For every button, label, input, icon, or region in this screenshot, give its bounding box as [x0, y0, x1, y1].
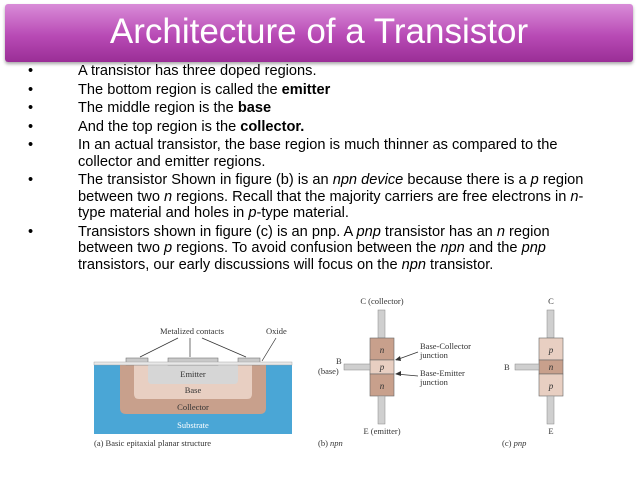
- bullet-text: transistor.: [426, 256, 494, 273]
- bullet-item: The bottom region is called the emitter: [28, 82, 608, 99]
- label-c-base: B: [504, 362, 510, 372]
- bullet-text: n: [164, 188, 173, 205]
- bullet-text: The transistor Shown in figure (b) is an: [78, 172, 333, 188]
- bullet-item: A transistor has three doped regions.: [28, 63, 608, 80]
- label-collector: Collector: [177, 402, 209, 412]
- label-c-collector: C: [548, 296, 554, 306]
- bullet-item: In an actual transistor, the base region…: [28, 137, 608, 170]
- slide-title: Architecture of a Transistor: [109, 12, 529, 51]
- bullet-text: regions. Recall that the majority carrie…: [172, 188, 571, 205]
- label-bc-junction-2: junction: [419, 350, 449, 360]
- bullet-text: collector.: [240, 118, 305, 135]
- bullet-text: -type material and holes in: [78, 188, 584, 222]
- bullet-text: n: [570, 188, 579, 205]
- bullet-text: The bottom region is called the: [78, 81, 282, 98]
- caption-a: (a) Basic epitaxial planar structure: [94, 438, 211, 448]
- bullet-text: npn device: [332, 172, 404, 188]
- caption-c: (c) pnp: [502, 438, 526, 448]
- label-c-emitter: E: [548, 426, 553, 436]
- bullet-text: transistor has an: [380, 223, 497, 240]
- label-b-collector: C (collector): [360, 296, 403, 306]
- bullet-text: p: [530, 172, 539, 188]
- bullet-text: transistors, our early discussions will …: [78, 256, 402, 273]
- bullet-text: -type material.: [256, 205, 349, 221]
- label-bc-junction-1: Base-Collector: [420, 341, 471, 351]
- bullet-item: Transistors shown in figure (c) is an pn…: [28, 224, 608, 274]
- label-emitter: Emitter: [180, 369, 206, 379]
- lead-emitter: [377, 395, 386, 425]
- label-b-base-word: (base): [318, 366, 339, 376]
- label-be-junction-2: junction: [419, 377, 449, 387]
- region-c-top-label: p: [548, 345, 554, 355]
- bullet-text: A transistor has three doped regions.: [78, 63, 317, 79]
- bullet-text: npn: [401, 256, 426, 273]
- lead-c-emitter: [546, 395, 555, 425]
- label-b-base: B: [336, 356, 342, 366]
- figure-a-planar-structure: Metalized contacts Oxide Emitter Base Co…: [93, 326, 293, 448]
- bullet-text: region between two: [78, 172, 584, 205]
- oxide-layer: [93, 361, 293, 366]
- label-metalized-contacts: Metalized contacts: [160, 326, 224, 336]
- label-b-emitter: E (emitter): [363, 426, 400, 436]
- region-mid-label: p: [379, 362, 385, 372]
- bullet-text: The middle region is the: [78, 100, 238, 116]
- region-c-mid-label: n: [549, 362, 554, 372]
- bullet-item: The middle region is the base: [28, 100, 608, 117]
- bullet-text: region between two: [78, 223, 550, 257]
- figure-b-npn: C (collector) n p n B (base) Base-Collec…: [318, 296, 471, 448]
- bullet-text: regions. To avoid confusion between the: [172, 240, 441, 256]
- label-oxide: Oxide: [266, 326, 287, 336]
- figure-c-pnp: C p n p B E (c) pnp: [502, 296, 564, 448]
- lead-base: [343, 363, 371, 371]
- bullet-item: The transistor Shown in figure (b) is an…: [28, 172, 608, 222]
- emitter-region: [148, 364, 238, 384]
- bullet-text: pnp: [521, 240, 546, 256]
- bullet-text: pnp: [356, 223, 381, 240]
- bullet-item: And the top region is the collector.: [28, 119, 608, 136]
- lead-c-collector: [546, 309, 555, 339]
- bullet-text: And the top region is the: [78, 118, 241, 135]
- bullet-text: emitter: [281, 81, 331, 98]
- label-substrate: Substrate: [177, 420, 209, 430]
- lead-collector: [377, 309, 386, 339]
- lead-c-base: [514, 363, 540, 371]
- label-base: Base: [185, 385, 202, 395]
- bullet-text: npn: [440, 240, 465, 256]
- bullet-text: and the: [464, 240, 522, 256]
- bullet-text: n: [496, 223, 505, 240]
- bullet-text: p: [164, 240, 173, 256]
- bullet-text: Transistors shown in figure (c) is an pn…: [78, 223, 357, 240]
- region-c-bot-label: p: [548, 381, 554, 391]
- caption-b: (b) npn: [318, 438, 343, 448]
- label-be-junction-1: Base-Emitter: [420, 368, 465, 378]
- bullet-list: A transistor has three doped regions. The…: [28, 63, 608, 275]
- region-bot-label: n: [380, 381, 385, 391]
- bullet-text: In an actual transistor, the base region…: [78, 137, 558, 170]
- region-top-label: n: [380, 345, 385, 355]
- title-bar: Architecture of a Transistor: [5, 4, 633, 62]
- bullet-text: p: [248, 205, 257, 221]
- bullet-text: because there is a: [403, 172, 531, 188]
- bullet-text: base: [237, 100, 272, 116]
